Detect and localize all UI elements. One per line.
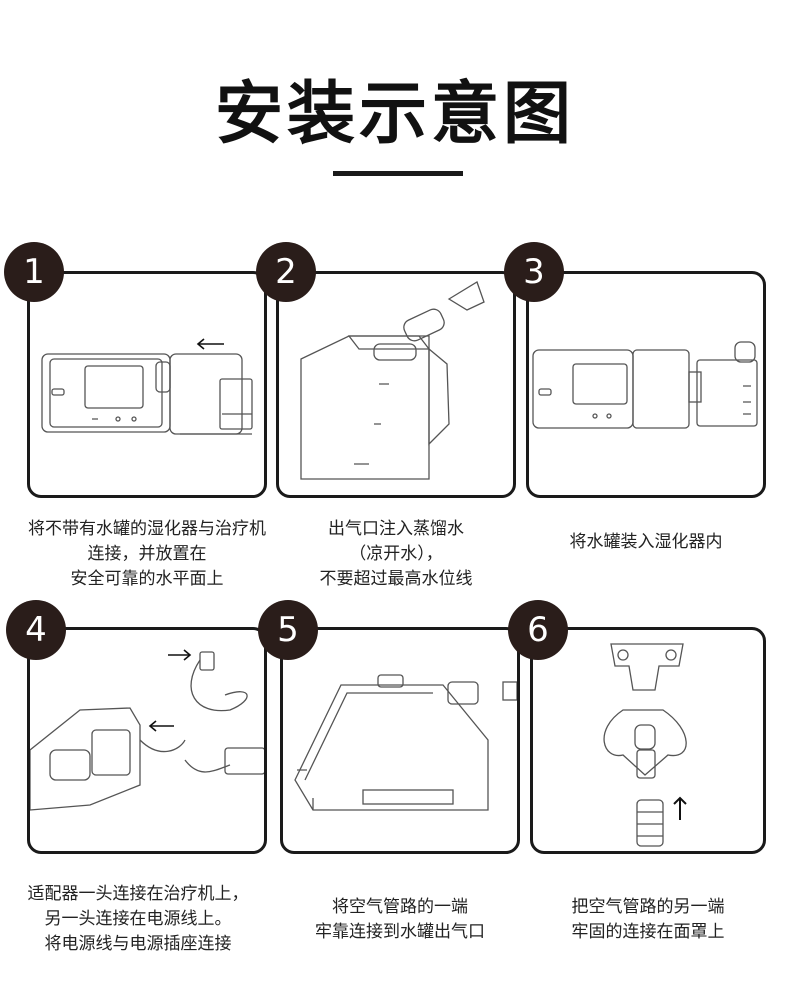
step-5-caption-line-2: 牢靠连接到水罐出气口 [315,922,485,942]
humidifier-connect-illustration [41,338,253,435]
step-3-illustration-panel [526,271,766,498]
step-2-caption-line-3: 不要超过最高水位线 [319,569,473,589]
mask-connect-illustration [603,643,687,847]
air-tube-tank-illustration [294,674,517,811]
install-tank-illustration [532,341,758,429]
step-6-caption-line-2: 牢固的连接在面罩上 [571,922,725,942]
step-3-caption: 将水罐装入湿化器内 [526,530,766,555]
step-5-illustration-panel [280,627,520,854]
step-1-caption: 将不带有水罐的湿化器与治疗机 连接，并放置在 安全可靠的水平面上 [0,517,294,592]
step-2-caption-line-1: 出气口注入蒸馏水 [328,519,464,539]
step-1-caption-line-2: 连接，并放置在 [87,544,207,564]
step-4-caption: 适配器一头连接在治疗机上， 另一头连接在电源线上。 将电源线与电源插座连接 [0,882,276,957]
step-4-illustration-panel [27,627,267,854]
title-underline [333,171,463,176]
step-2-caption-line-2: （凉开水）， [349,544,443,564]
step-6-illustration-panel [530,627,766,854]
step-1-illustration-panel [27,271,267,498]
step-6-caption: 把空气管路的另一端 牢固的连接在面罩上 [530,895,766,945]
step-4-caption-line-3: 将电源线与电源插座连接 [44,934,232,954]
step-3-caption-line-1: 将水罐装入湿化器内 [569,532,723,552]
step-1-caption-line-1: 将不带有水罐的湿化器与治疗机 [28,519,266,539]
step-5-number-badge: 5 [258,600,318,660]
step-5-caption-line-1: 将空气管路的一端 [332,897,468,917]
step-4-caption-line-1: 适配器一头连接在治疗机上， [27,884,249,904]
step-4-caption-line-2: 另一头连接在电源线上。 [44,909,232,929]
pour-water-illustration [300,281,485,480]
step-1-number-badge: 1 [4,242,64,302]
step-2-illustration-panel [276,271,516,498]
page-title: 安装示意图 [214,75,575,154]
step-1-caption-line-3: 安全可靠的水平面上 [70,569,224,589]
step-4-number-badge: 4 [6,600,66,660]
step-6-number-badge: 6 [508,600,568,660]
step-2-number-badge: 2 [256,242,316,302]
step-2-caption: 出气口注入蒸馏水 （凉开水）， 不要超过最高水位线 [276,517,516,592]
step-5-caption: 将空气管路的一端 牢靠连接到水罐出气口 [280,895,520,945]
power-adapter-illustration [30,649,264,811]
step-3-number-badge: 3 [504,242,564,302]
step-6-caption-line-1: 把空气管路的另一端 [571,897,725,917]
